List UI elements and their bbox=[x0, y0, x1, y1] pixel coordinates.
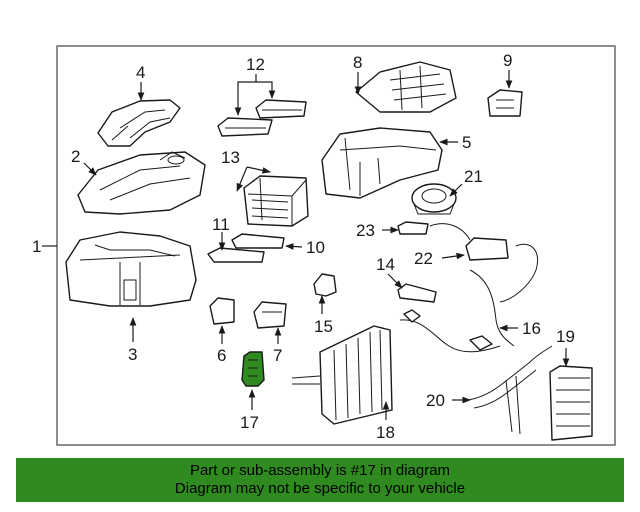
part-18-evaporator bbox=[291, 325, 393, 425]
callout-6: 6 bbox=[217, 346, 226, 365]
callout-17: 17 bbox=[240, 413, 259, 432]
callout-2-leader bbox=[83, 162, 97, 176]
footer-line-2: Diagram may not be specific to your vehi… bbox=[174, 480, 466, 497]
callout-12-leader bbox=[234, 74, 257, 116]
callout-8: 8 bbox=[353, 53, 362, 72]
part-12-filters bbox=[217, 99, 307, 137]
part-21-blower-motor bbox=[411, 183, 457, 215]
part-5-blower-housing bbox=[321, 127, 443, 199]
part-22-module bbox=[429, 223, 538, 303]
callout-3: 3 bbox=[128, 345, 137, 364]
part-1-lower-housing bbox=[65, 231, 197, 307]
part-7-actuator bbox=[253, 301, 287, 329]
callout-10: 10 bbox=[306, 238, 325, 257]
callout-20: 20 bbox=[426, 391, 445, 410]
callout-18: 18 bbox=[376, 423, 395, 442]
callout-5: 5 bbox=[462, 133, 471, 152]
footer-line-1: Part or sub-assembly is #17 in diagram bbox=[189, 462, 451, 479]
callout-11: 11 bbox=[212, 215, 230, 234]
part-6-actuator bbox=[209, 297, 235, 325]
part-20-pipes bbox=[467, 345, 553, 435]
callout-13-leader bbox=[236, 166, 248, 192]
part-15-clip bbox=[313, 273, 337, 297]
callout-10-leader bbox=[285, 243, 303, 250]
part-11-seal bbox=[207, 247, 265, 263]
callout-13: 13 bbox=[221, 148, 240, 167]
part-19-heater-core bbox=[549, 365, 593, 441]
callout-23: 23 bbox=[356, 221, 375, 240]
part-23-resistor bbox=[397, 221, 429, 235]
callout-12: 12 bbox=[246, 55, 265, 74]
callout-21-leader bbox=[449, 183, 463, 197]
parts-diagram: 1 2 3 4 5 6 7 8 9 10 11 12 13 14 15 16 1… bbox=[32, 45, 616, 446]
part-2-upper-case bbox=[77, 151, 206, 215]
callout-9: 9 bbox=[503, 51, 512, 70]
callout-14: 14 bbox=[376, 255, 395, 274]
callout-22: 22 bbox=[414, 249, 433, 268]
callout-4: 4 bbox=[136, 63, 145, 82]
callout-16: 16 bbox=[522, 319, 541, 338]
part-17-highlighted[interactable] bbox=[241, 351, 265, 387]
callout-14-leader bbox=[387, 273, 403, 289]
part-9-bracket bbox=[487, 89, 523, 117]
part-8-cover bbox=[355, 61, 457, 113]
callout-19: 19 bbox=[556, 327, 575, 346]
callout-21: 21 bbox=[464, 167, 483, 186]
part-10-seal bbox=[231, 233, 285, 249]
part-13-core bbox=[243, 175, 309, 227]
footer-banner: Part or sub-assembly is #17 in diagram D… bbox=[16, 458, 624, 502]
part-4-cover bbox=[97, 99, 181, 147]
callout-15: 15 bbox=[314, 317, 333, 336]
callout-1: 1 bbox=[32, 237, 41, 256]
part-16-harness bbox=[399, 269, 515, 353]
callout-7: 7 bbox=[273, 346, 282, 365]
callout-2: 2 bbox=[71, 147, 80, 166]
part-14-duct bbox=[397, 283, 437, 303]
callout-22-leader bbox=[441, 252, 465, 260]
